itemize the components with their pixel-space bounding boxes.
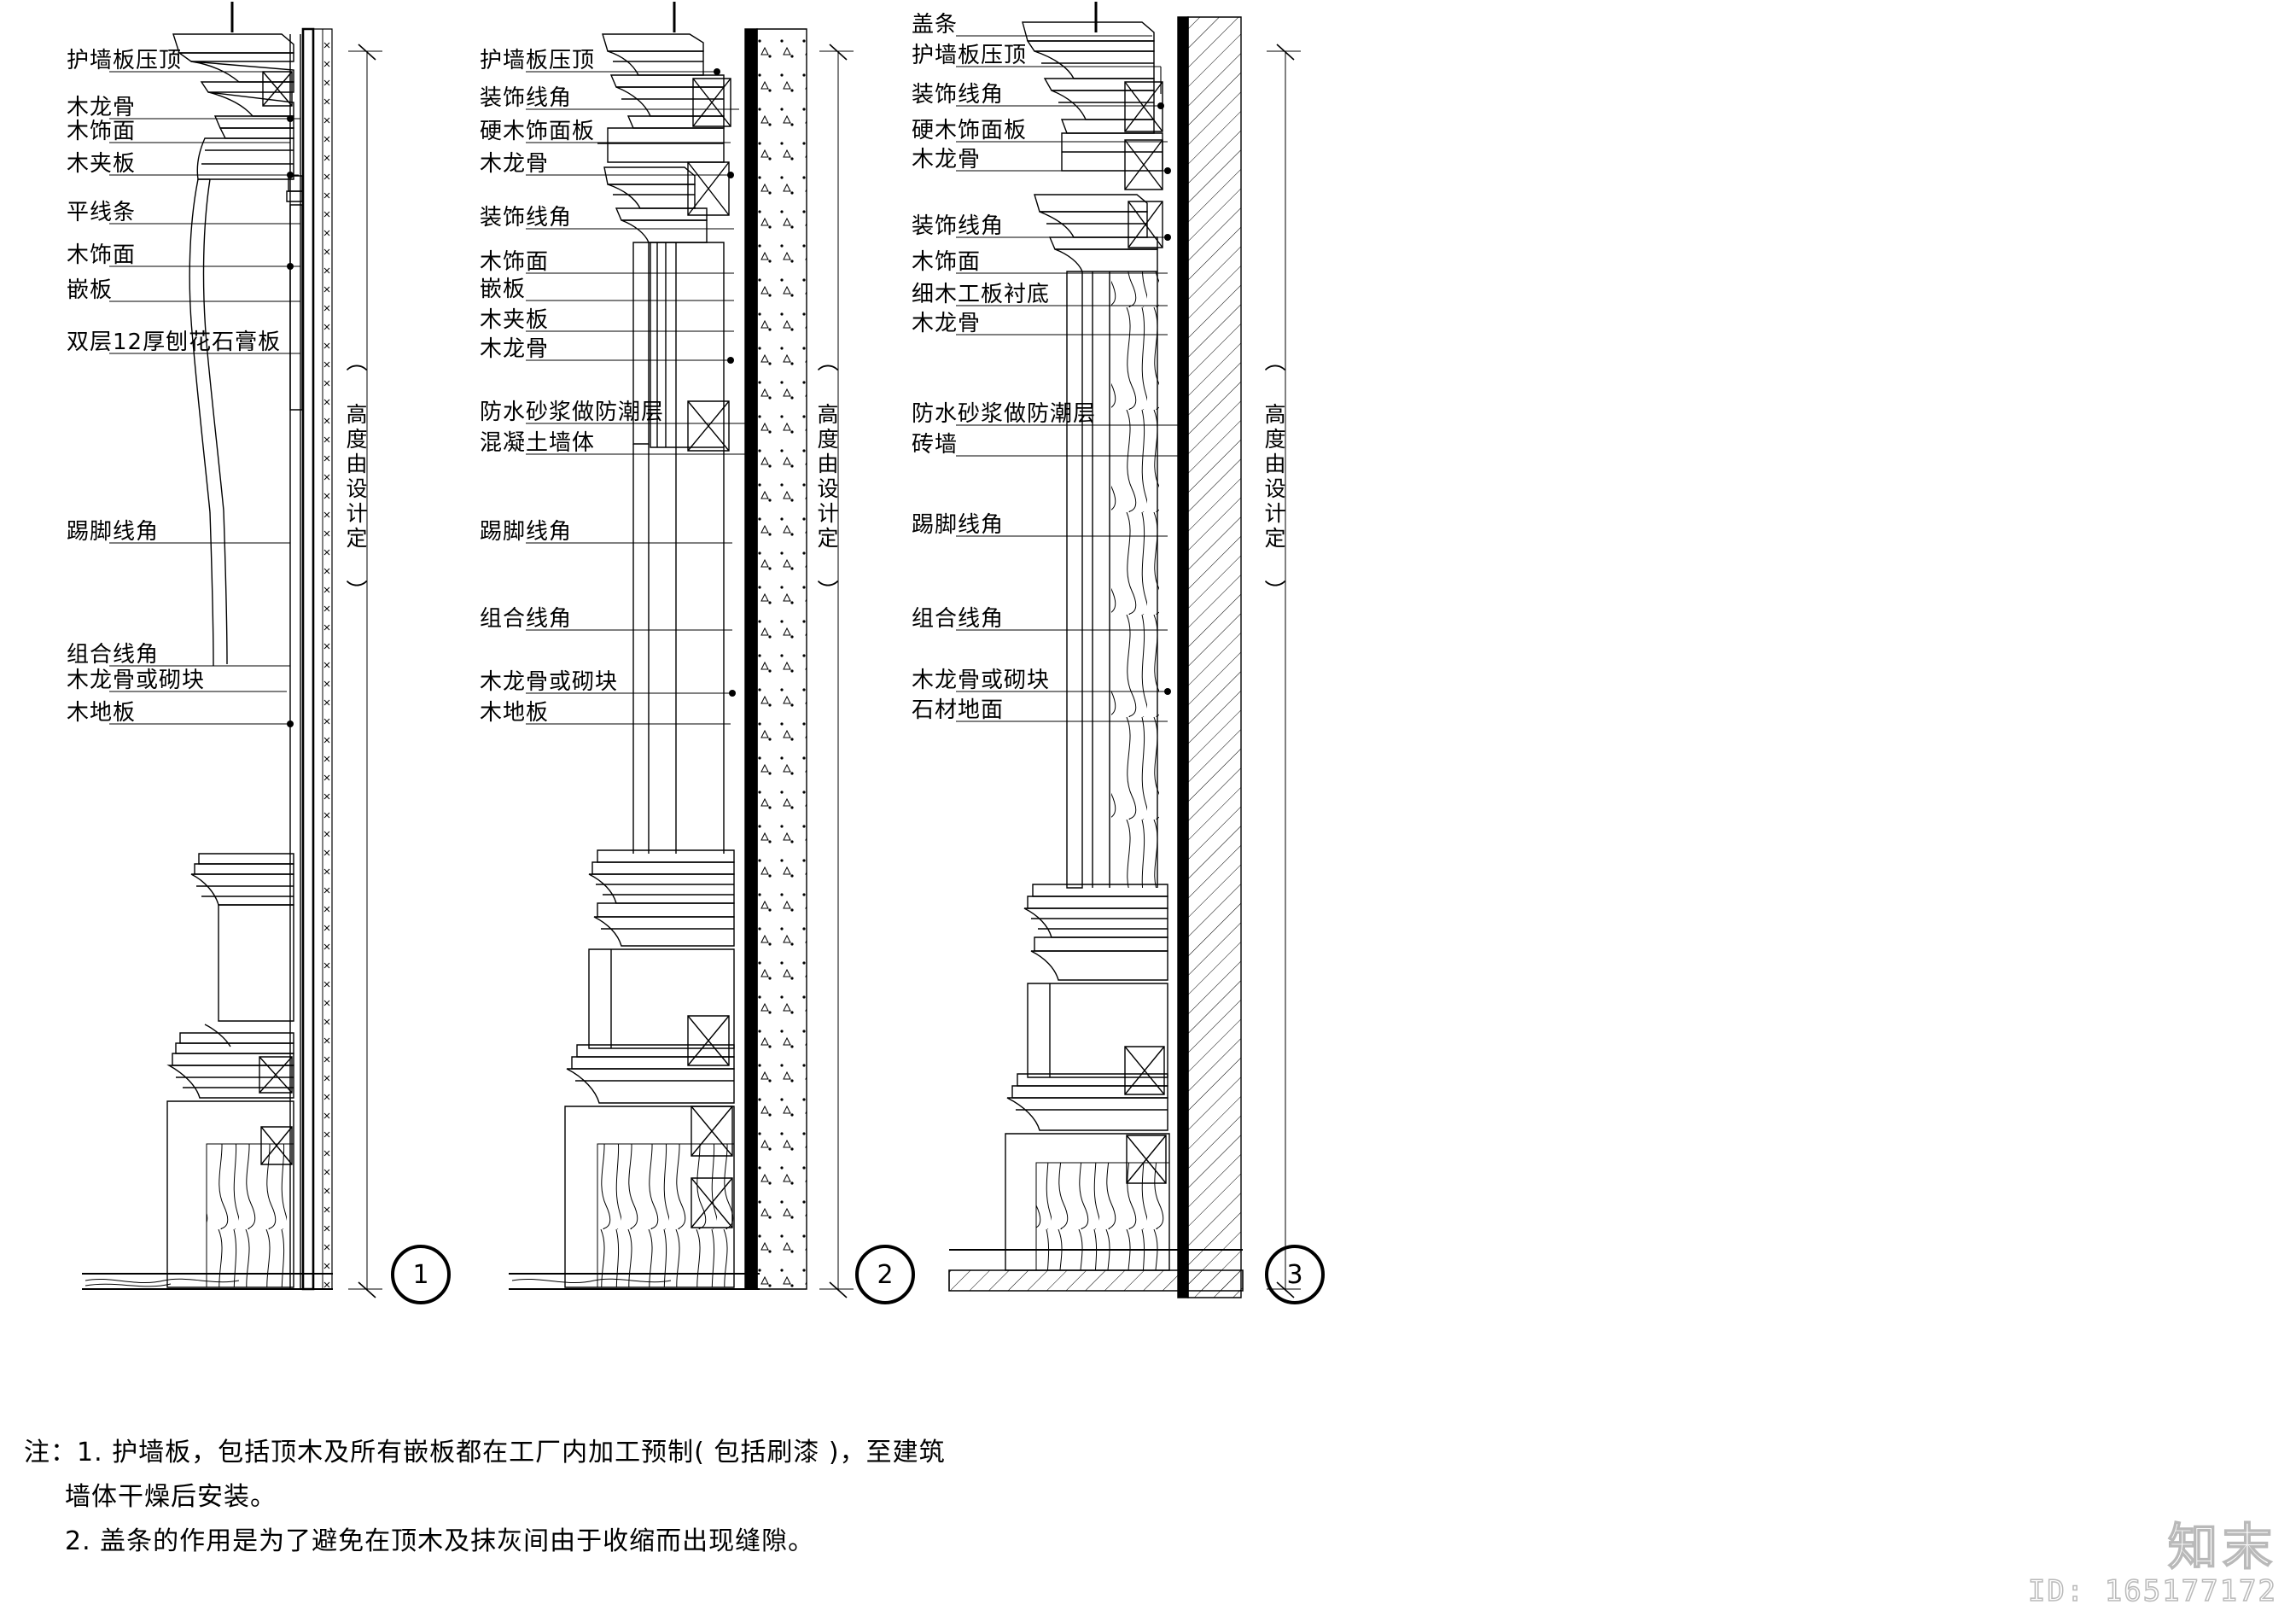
detail-1-label-6: 嵌板 <box>67 277 114 303</box>
detail-3-label-5: 装饰线角 <box>912 213 1005 239</box>
detail-1-label-7: 双层12厚刨花石膏板 <box>67 330 282 355</box>
detail-1-leaders <box>109 72 300 727</box>
detail-3-label-6: 木饰面 <box>912 249 982 275</box>
detail-1-label-9: 组合线角 <box>67 642 160 668</box>
watermark-logo: 知末 <box>2167 1518 2277 1576</box>
detail-2-label-3: 木龙骨 <box>480 151 550 177</box>
detail-2-label-5: 木饰面 <box>480 249 550 275</box>
detail-2-label-2: 硬木饰面板 <box>480 119 596 144</box>
detail-1-label-0: 护墙板压顶 <box>67 48 183 73</box>
detail-3-label-12: 组合线角 <box>912 606 1005 632</box>
detail-3-leaders <box>956 36 1178 721</box>
detail-2-label-8: 木龙骨 <box>480 336 550 362</box>
detail-2-label-6: 嵌板 <box>480 277 527 302</box>
detail-2-label-10: 混凝土墙体 <box>480 430 596 456</box>
detail-2-label-0: 护墙板压顶 <box>480 48 596 73</box>
detail-3-label-14: 石材地面 <box>912 697 1005 723</box>
watermark: 知末 ID: 165177172 <box>2027 1518 2277 1609</box>
detail-2-linework <box>509 2 854 1298</box>
detail-3-label-4: 木龙骨 <box>912 147 982 172</box>
note-line-1: 注：1. 护墙板，包括顶木及所有嵌板都在工厂内加工预制( 包括刷漆 )，至建筑 <box>24 1438 946 1467</box>
detail-3-label-10: 砖墙 <box>912 432 959 458</box>
detail-1-number: 1 <box>412 1259 429 1290</box>
detail-2-number-bubble[interactable]: 2 <box>855 1245 915 1304</box>
detail-1-label-11: 木地板 <box>67 700 137 726</box>
detail-1-label-4: 平线条 <box>67 200 137 225</box>
detail-2-label-9: 防水砂浆做防潮层 <box>480 400 665 425</box>
detail-2-label-7: 木夹板 <box>480 307 550 333</box>
detail-3-label-0: 盖条 <box>912 12 959 38</box>
detail-2-label-11: 踢脚线角 <box>480 519 573 545</box>
detail-1-label-10: 木龙骨或砌块 <box>67 668 206 693</box>
detail-3-label-3: 硬木饰面板 <box>912 118 1028 143</box>
notes-block: 注：1. 护墙板，包括顶木及所有嵌板都在工厂内加工预制( 包括刷漆 )，至建筑 … <box>24 1431 1133 1564</box>
detail-1-label-5: 木饰面 <box>67 242 137 268</box>
detail-3-number-bubble[interactable]: 3 <box>1265 1245 1325 1304</box>
detail-3-label-8: 木龙骨 <box>912 311 982 336</box>
detail-2-label-12: 组合线角 <box>480 606 573 632</box>
detail-1-label-1: 木龙骨 <box>67 95 137 120</box>
detail-3-label-13: 木龙骨或砌块 <box>912 668 1051 693</box>
detail-3-label-11: 踢脚线角 <box>912 512 1005 538</box>
detail-1-label-2: 木饰面 <box>67 119 137 144</box>
detail-1-number-bubble[interactable]: 1 <box>391 1245 451 1304</box>
detail-2-number: 2 <box>877 1259 894 1290</box>
detail-2-dimension-text: （ 高度由设计定 ） <box>814 350 839 604</box>
note-line-3: 2. 盖条的作用是为了避免在顶木及抹灰间由于收缩而出现缝隙。 <box>65 1526 815 1556</box>
detail-2-label-14: 木地板 <box>480 700 550 726</box>
detail-3-label-2: 装饰线角 <box>912 82 1005 108</box>
note-line-2: 墙体干燥后安装。 <box>65 1482 277 1512</box>
detail-2-label-4: 装饰线角 <box>480 205 573 230</box>
detail-3-label-9: 防水砂浆做防潮层 <box>912 401 1097 427</box>
detail-1-label-3: 木夹板 <box>67 151 137 177</box>
detail-1-label-8: 踢脚线角 <box>67 519 160 545</box>
detail-1-linework <box>82 2 382 1298</box>
detail-2-label-1: 装饰线角 <box>480 85 573 111</box>
detail-3-label-7: 细木工板衬底 <box>912 282 1051 307</box>
detail-3-number: 3 <box>1286 1259 1303 1290</box>
detail-2-label-13: 木龙骨或砌块 <box>480 669 619 695</box>
detail-1-dimension-text: （ 高度由设计定 ） <box>343 350 368 604</box>
detail-3-dimension-text: （ 高度由设计定 ） <box>1262 350 1286 604</box>
detail-3-linework <box>949 2 1301 1298</box>
detail-3-label-1: 护墙板压顶 <box>912 43 1028 68</box>
detail-2-leaders <box>526 68 751 724</box>
watermark-id: ID: 165177172 <box>2027 1573 2277 1609</box>
